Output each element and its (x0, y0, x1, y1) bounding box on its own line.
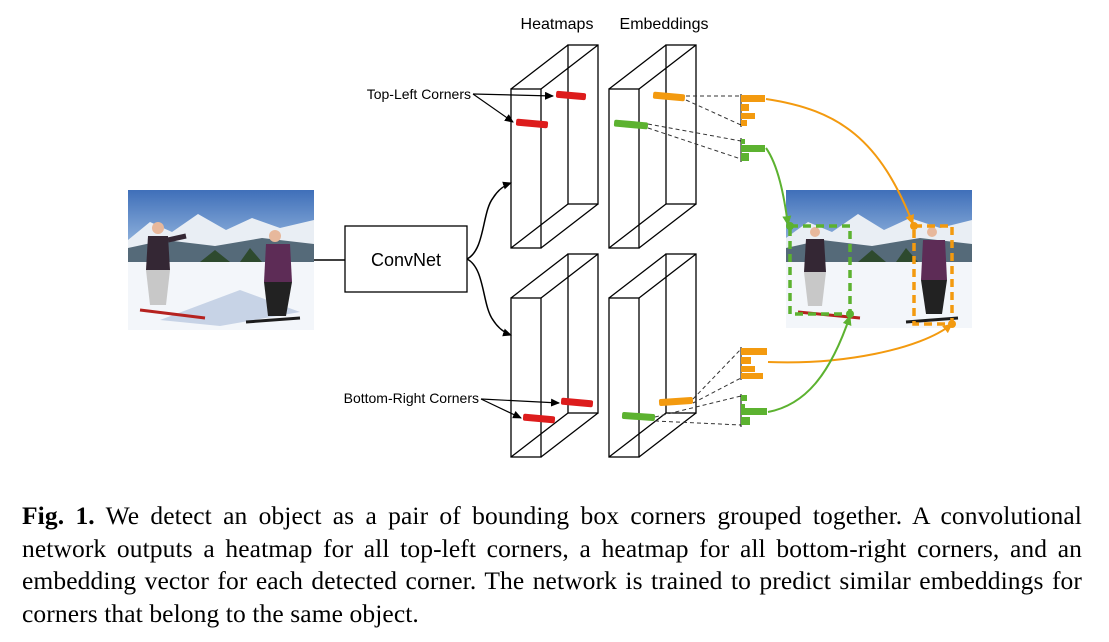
top-orange-grouping-curve (765, 98, 914, 225)
top-left-marker-near (515, 118, 549, 129)
bottom-orange-grouping-curve (767, 323, 953, 364)
bottom-embedding-volume (608, 253, 697, 458)
orange-top-left-corner-dot (910, 222, 918, 230)
top-left-corners-label: Top-Left Corners (367, 86, 471, 102)
corner-detection-diagram: ConvNet Heatmaps Embeddings (128, 16, 972, 458)
bottom-embedding-green (621, 412, 656, 422)
bottom-green-grouping-curve (767, 315, 852, 413)
green-top-left-corner-dot (786, 222, 794, 230)
embedding-projection-lines (647, 95, 742, 426)
bottom-right-orange-embedding-vector (740, 347, 767, 380)
input-photo (128, 190, 314, 330)
convnet-label: ConvNet (371, 250, 441, 270)
bottom-right-corners-label: Bottom-Right Corners (344, 390, 479, 406)
top-embedding-orange (652, 91, 686, 102)
bottom-embedding-orange (658, 396, 694, 407)
top-left-marker-far (555, 90, 587, 101)
heatmaps-header: Heatmaps (521, 16, 594, 33)
green-bounding-box (788, 224, 852, 316)
figure-caption: Fig. 1. We detect an object as a pair of… (22, 500, 1082, 630)
bottom-right-marker-far (560, 397, 594, 408)
bottom-heatmap-volume (510, 253, 599, 458)
orange-bottom-right-corner-dot (948, 320, 956, 328)
bottom-right-pointer-near (480, 398, 522, 419)
caption-text: We detect an object as a pair of boundin… (22, 501, 1082, 628)
bottom-right-pointer-far (480, 398, 560, 407)
convnet-box (344, 225, 468, 293)
top-left-orange-embedding-vector (740, 94, 765, 127)
top-heatmap-volume (510, 44, 599, 249)
green-bottom-right-corner-dot (846, 310, 854, 318)
bottom-right-green-embedding-vector (740, 394, 767, 427)
top-green-grouping-curve (765, 147, 792, 226)
caption-label: Fig. 1. (22, 501, 95, 530)
embeddings-header: Embeddings (620, 16, 709, 33)
orange-bounding-box (912, 224, 954, 326)
top-left-pointer-near (472, 93, 514, 123)
top-left-green-embedding-vector (740, 138, 765, 162)
convnet-to-top-branch-arrow (466, 181, 512, 260)
convnet-to-bottom-branch-arrow (466, 258, 512, 337)
bottom-right-marker-near (522, 413, 556, 424)
top-left-pointer-far (472, 91, 554, 100)
output-photo (786, 190, 972, 328)
top-embedding-green (613, 119, 649, 130)
top-embedding-volume (608, 44, 697, 249)
